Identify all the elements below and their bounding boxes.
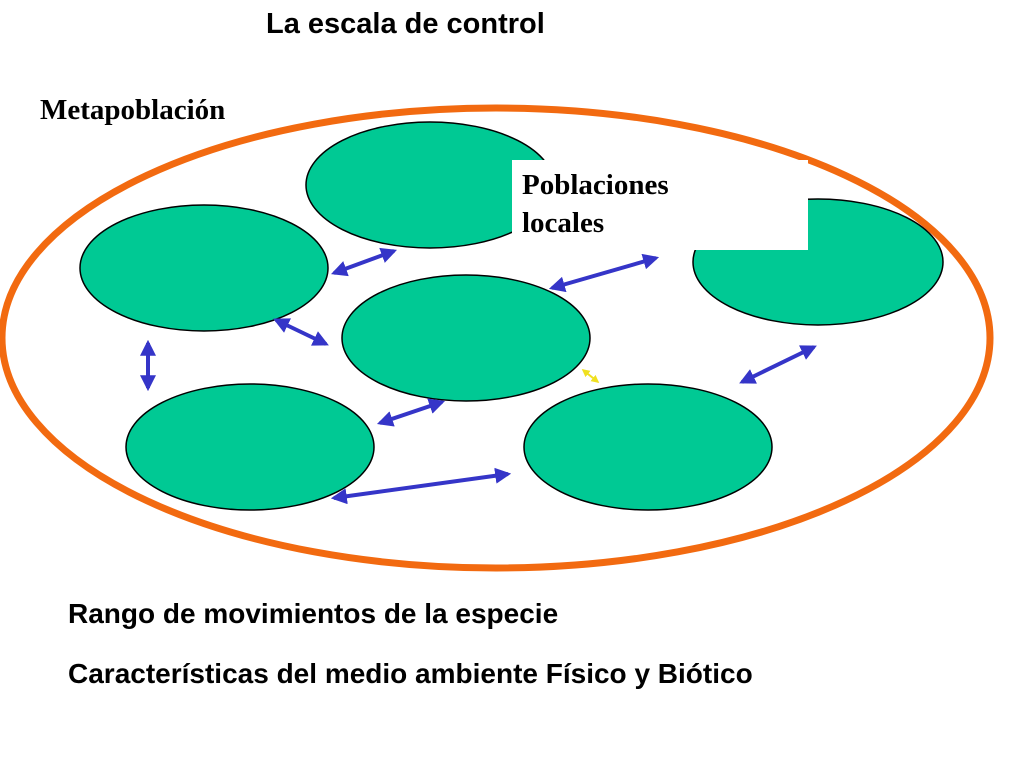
dispersal-arrow-bottomright-right bbox=[739, 345, 817, 384]
population-bottom-left bbox=[125, 383, 375, 511]
dispersal-arrow-bottomleft-bottomright bbox=[330, 467, 512, 505]
local-populations-label-line1: Poblaciones bbox=[522, 169, 669, 201]
metapopulation-label: Metapoblación bbox=[36, 94, 254, 131]
population-center bbox=[341, 274, 591, 402]
dispersal-arrow-left-topcenter bbox=[330, 247, 398, 277]
population-left bbox=[79, 204, 329, 332]
slide-title: La escala de control bbox=[266, 8, 545, 40]
local-populations-label-line2: locales bbox=[522, 207, 605, 239]
factor-movement-range: Rango de movimientos de la especie bbox=[68, 598, 559, 629]
metapopulation-boundary bbox=[0, 104, 994, 572]
local-populations-label: Poblaciones locales bbox=[512, 160, 808, 250]
dispersal-arrow-left-center bbox=[273, 318, 329, 346]
dispersal-arrow-bottomleft-center bbox=[376, 398, 446, 427]
factor-environment: Características del medio ambiente Físic… bbox=[68, 658, 753, 689]
dispersal-arrow-minor bbox=[581, 369, 600, 383]
dispersal-arrow-center-right bbox=[548, 253, 660, 293]
population-bottom-right bbox=[523, 383, 773, 511]
